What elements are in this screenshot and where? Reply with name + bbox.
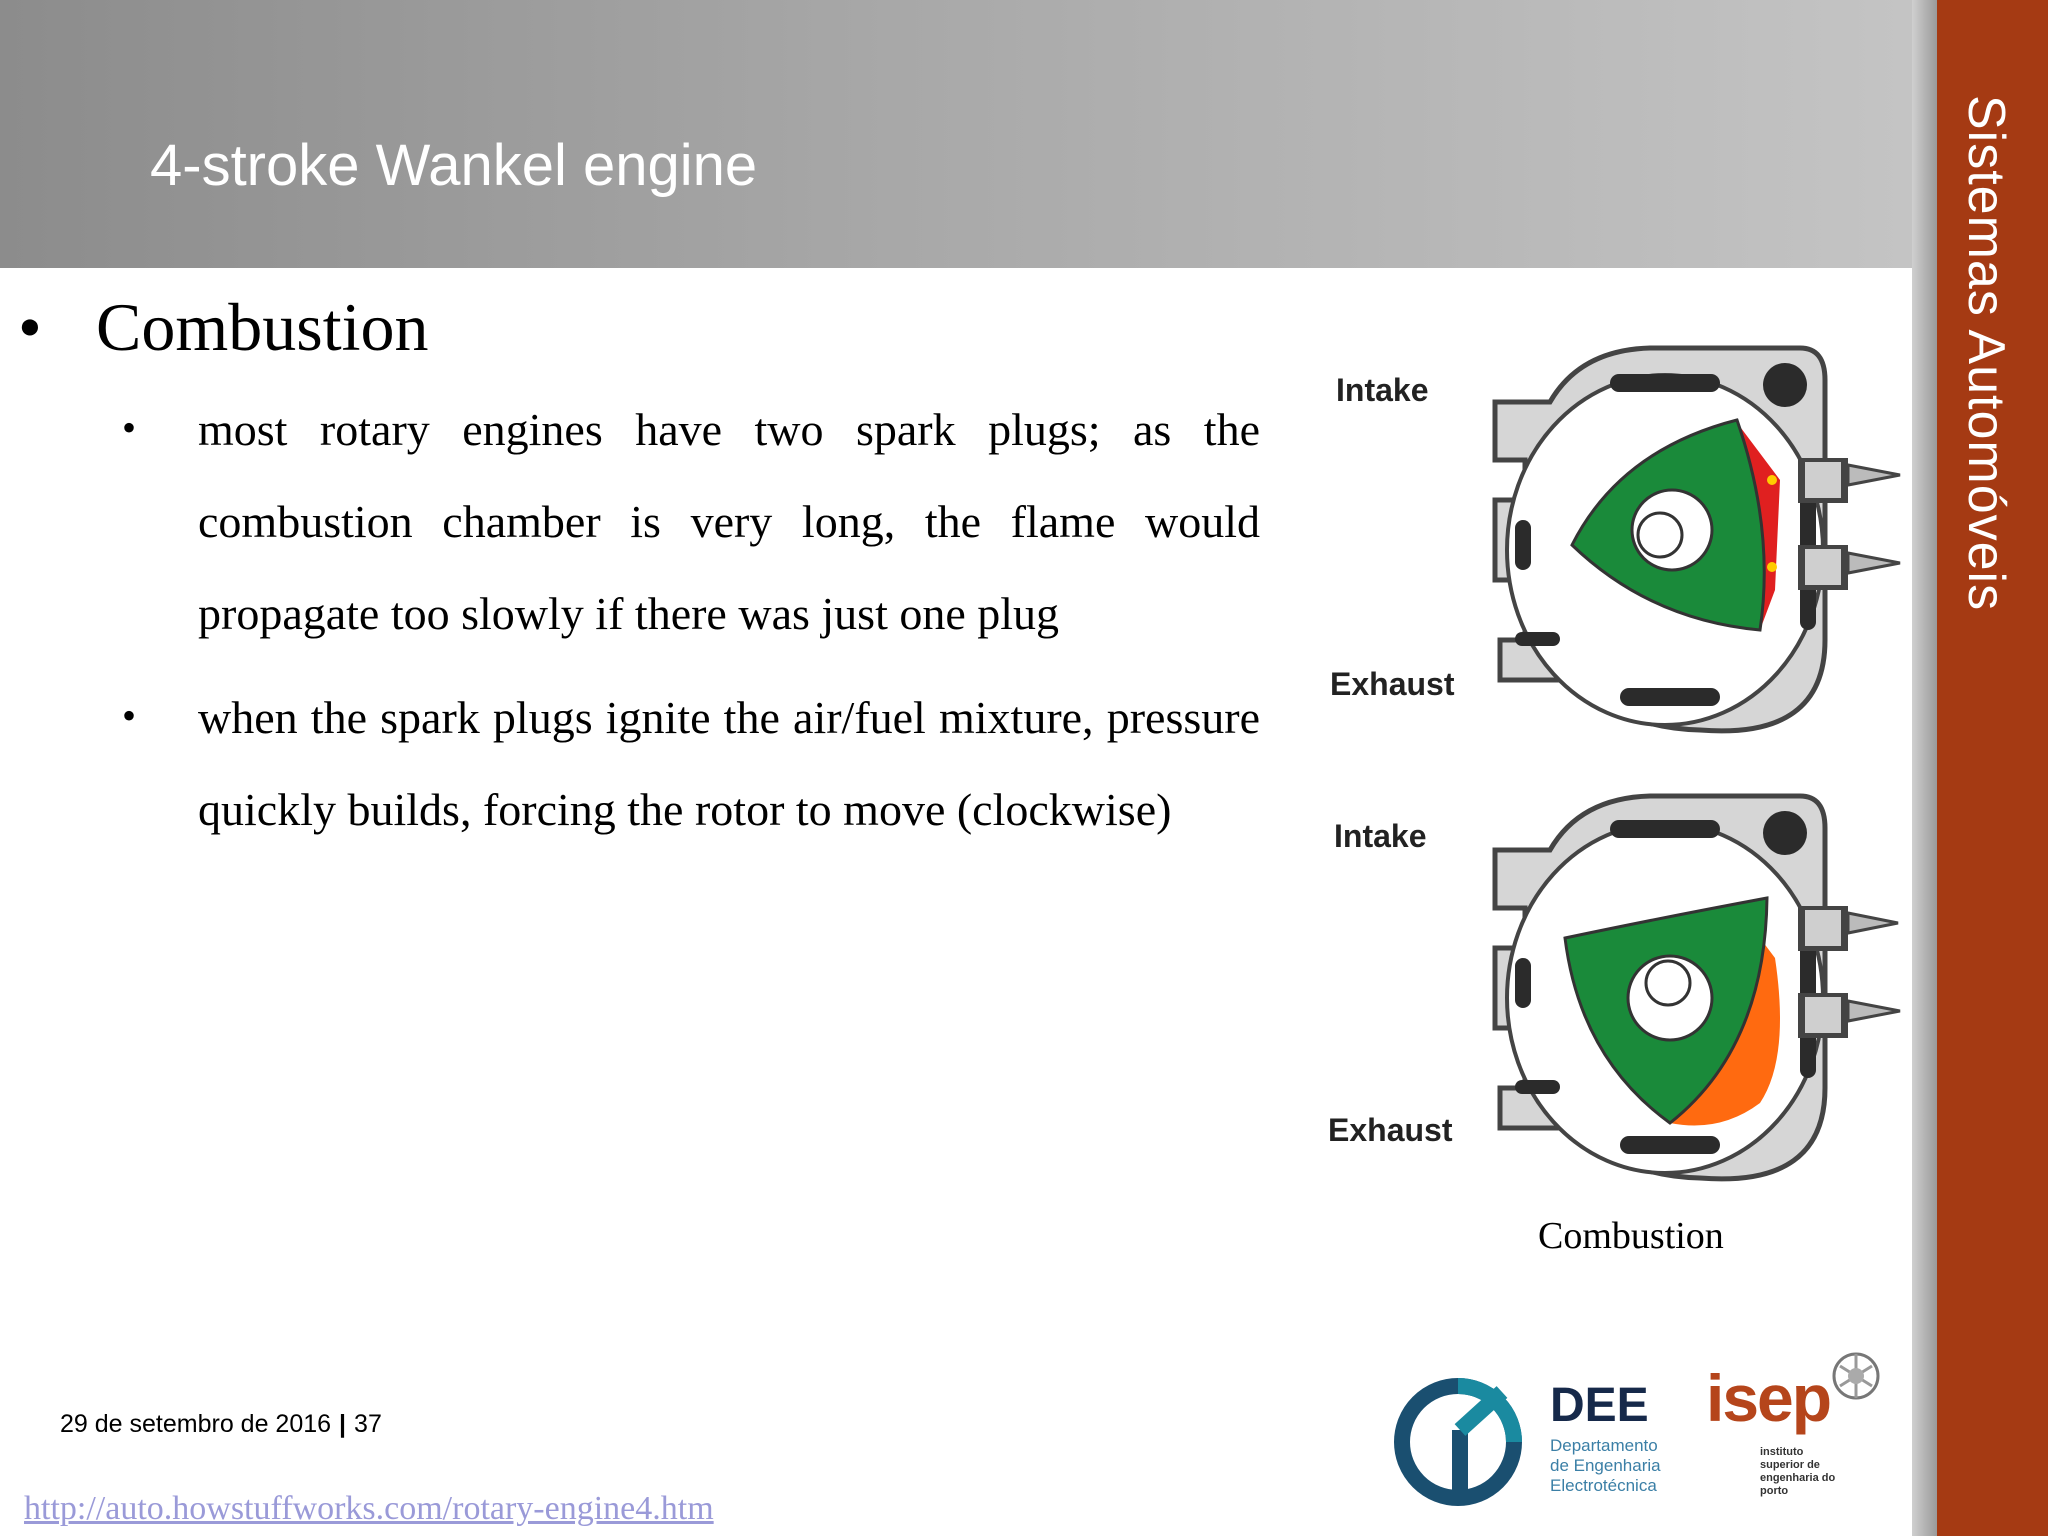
isep-logo-subtitle: instituto superior de engenharia do port… — [1760, 1446, 1836, 1497]
slide-title: 4-stroke Wankel engine — [150, 133, 758, 198]
dee-logo-icon — [1394, 1378, 1522, 1506]
exhaust-label: Exhaust — [1328, 1112, 1453, 1148]
engine-diagram-bottom: Intake Exhaust — [1320, 788, 1920, 1188]
rotary-engine-graphic — [1492, 793, 1901, 1182]
page-number: 37 — [354, 1410, 382, 1438]
dee-logo-subtitle: Departamento de Engenharia Electrotécnic… — [1550, 1436, 1661, 1495]
main-bullet-text: Combustion — [96, 289, 429, 365]
header-bar: 4-stroke Wankel engine — [0, 0, 1912, 268]
exhaust-label: Exhaust — [1330, 666, 1455, 702]
dee-logo-name: DEE — [1550, 1379, 1649, 1432]
footer-date-page: 29 de setembro de 2016|37 — [60, 1410, 382, 1439]
sub-bullet-2: when the spark plugs ignite the air/fuel… — [198, 692, 1260, 835]
intake-label: Intake — [1334, 818, 1427, 854]
sub-bullet-dot: • — [122, 693, 137, 738]
sidebar — [1937, 0, 2048, 1536]
sidebar-gradient-band — [1912, 0, 1937, 1536]
source-link[interactable]: http://auto.howstuffworks.com/rotary-eng… — [24, 1490, 714, 1527]
sub-bullet-1: most rotary engines have two spark plugs… — [198, 404, 1260, 639]
sub-bullet-dot: • — [122, 405, 137, 450]
isep-logo-name: isep — [1706, 1361, 1832, 1435]
sidebar-title: Sistemas Automóveis — [1957, 95, 2015, 612]
engine-diagram-top: Intake Exhaust — [1320, 340, 1920, 740]
intake-label: Intake — [1336, 372, 1429, 408]
bullet-dot: • — [18, 289, 42, 365]
figure-caption: Combustion — [1538, 1215, 1724, 1257]
slide-date: 29 de setembro de 2016 — [60, 1410, 332, 1438]
rotary-engine-graphic — [1492, 345, 1901, 734]
footer-separator: | — [339, 1410, 347, 1438]
isep-emblem-icon — [1832, 1352, 1880, 1400]
